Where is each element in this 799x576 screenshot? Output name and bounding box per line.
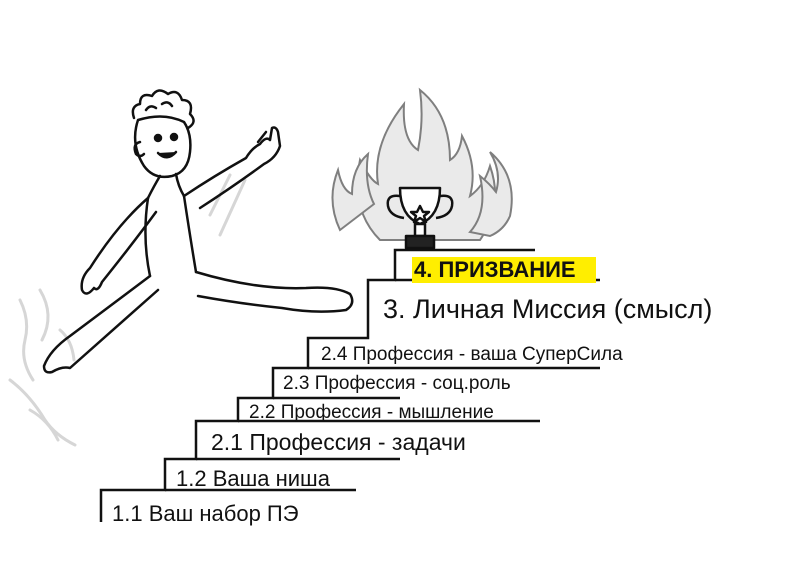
step-4-label: 4. ПРИЗВАНИЕ (412, 257, 596, 283)
step-2-3-label: 2.3 Профессия - соц.роль (283, 373, 511, 394)
step-3-label: 3. Личная Миссия (смысл) (383, 294, 713, 324)
motion-lines-icon (8, 173, 247, 447)
trophy-icon (386, 186, 454, 250)
step-1-2-label: 1.2 Ваша ниша (176, 466, 330, 491)
running-man-icon (42, 89, 354, 374)
flame-icon (331, 87, 513, 241)
step-2-4-label: 2.4 Профессия - ваша СуперСила (321, 344, 623, 365)
step-1-1-label: 1.1 Ваш набор ПЭ (112, 501, 299, 526)
step-2-1-label: 2.1 Профессия - задачи (211, 429, 466, 455)
step-2-2-label: 2.2 Профессия - мышление (249, 402, 494, 423)
